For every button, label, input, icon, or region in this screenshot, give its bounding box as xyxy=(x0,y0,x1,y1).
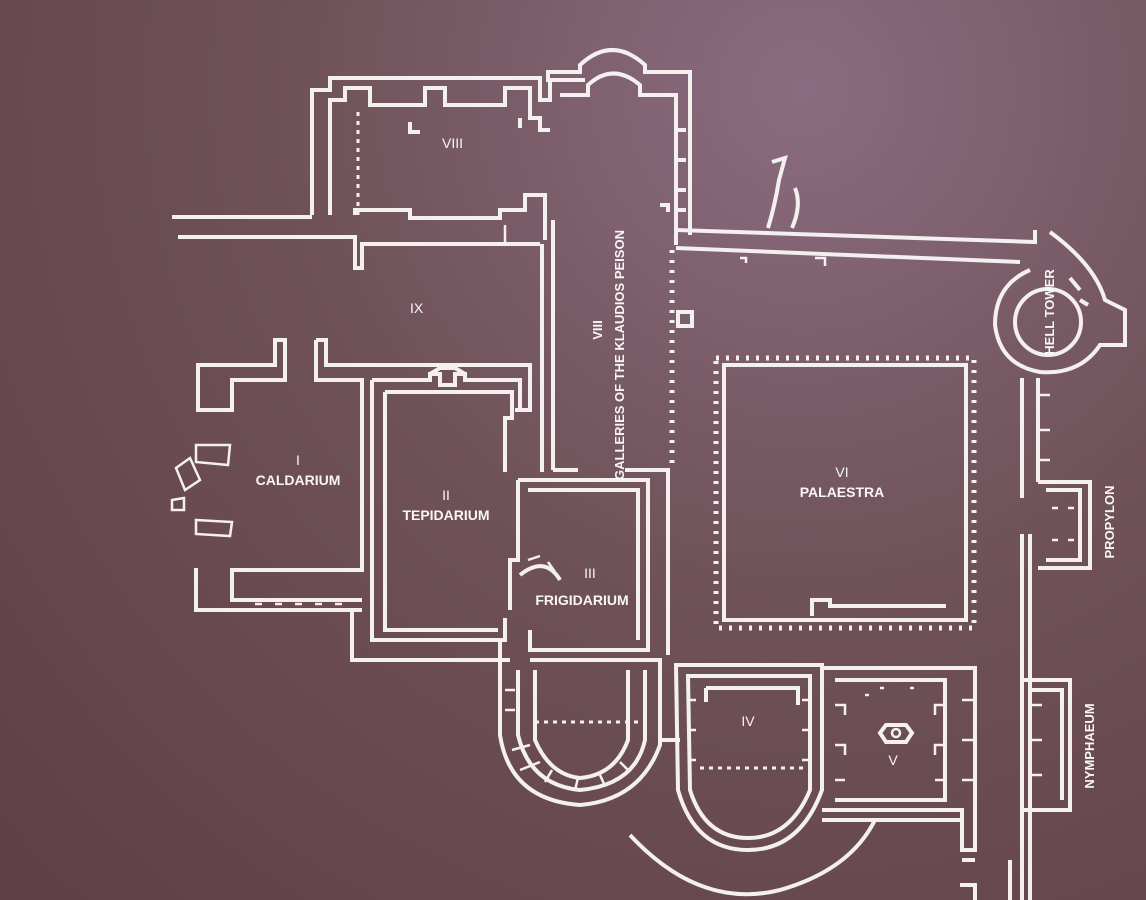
propylon-label: PROPYLON xyxy=(1102,486,1117,559)
galleries-numeral: VIII xyxy=(590,320,605,340)
palaestra-numeral: VI xyxy=(835,464,848,480)
galleries-label-group: VIII GALLERIES OF THE KLAUDIOS PEISON xyxy=(590,230,627,480)
hell-tower-walls xyxy=(992,230,1127,375)
frigidarium-name: FRIGIDARIUM xyxy=(535,592,628,608)
caldarium-walls xyxy=(170,338,532,612)
galleries-name: GALLERIES OF THE KLAUDIOS PEISON xyxy=(612,230,627,480)
room-viii-upper-numeral: VIII xyxy=(442,135,463,151)
room-ix-north-walls xyxy=(172,215,540,270)
hell-tower-label: HELL TOWER xyxy=(1042,269,1057,355)
palaestra-name: PALAESTRA xyxy=(800,484,885,500)
frigidarium-walls xyxy=(508,468,670,662)
nymphaeum-label: NYMPHAEUM xyxy=(1082,703,1097,788)
tepidarium-name: TEPIDARIUM xyxy=(402,507,489,523)
room-iv-walls xyxy=(628,663,877,897)
east-walls xyxy=(960,378,1092,900)
tepidarium-numeral: II xyxy=(442,487,450,503)
room-viii-upper-walls xyxy=(310,76,585,240)
frigidarium-numeral: III xyxy=(584,565,596,581)
galleries-walls xyxy=(540,220,694,472)
room-iv-numeral: IV xyxy=(741,713,755,729)
room-ix-numeral: IX xyxy=(410,300,424,316)
gallery-apse-walls xyxy=(546,48,692,245)
room-v-numeral: V xyxy=(888,752,898,768)
caldarium-numeral: I xyxy=(296,452,300,468)
tepidarium-walls xyxy=(350,366,522,662)
room-v-walls xyxy=(822,666,977,862)
palaestra-walls xyxy=(713,355,977,631)
south-apse-walls xyxy=(498,640,680,808)
palaestra-north-wall xyxy=(675,155,1037,266)
caldarium-name: CALDARIUM xyxy=(256,472,341,488)
